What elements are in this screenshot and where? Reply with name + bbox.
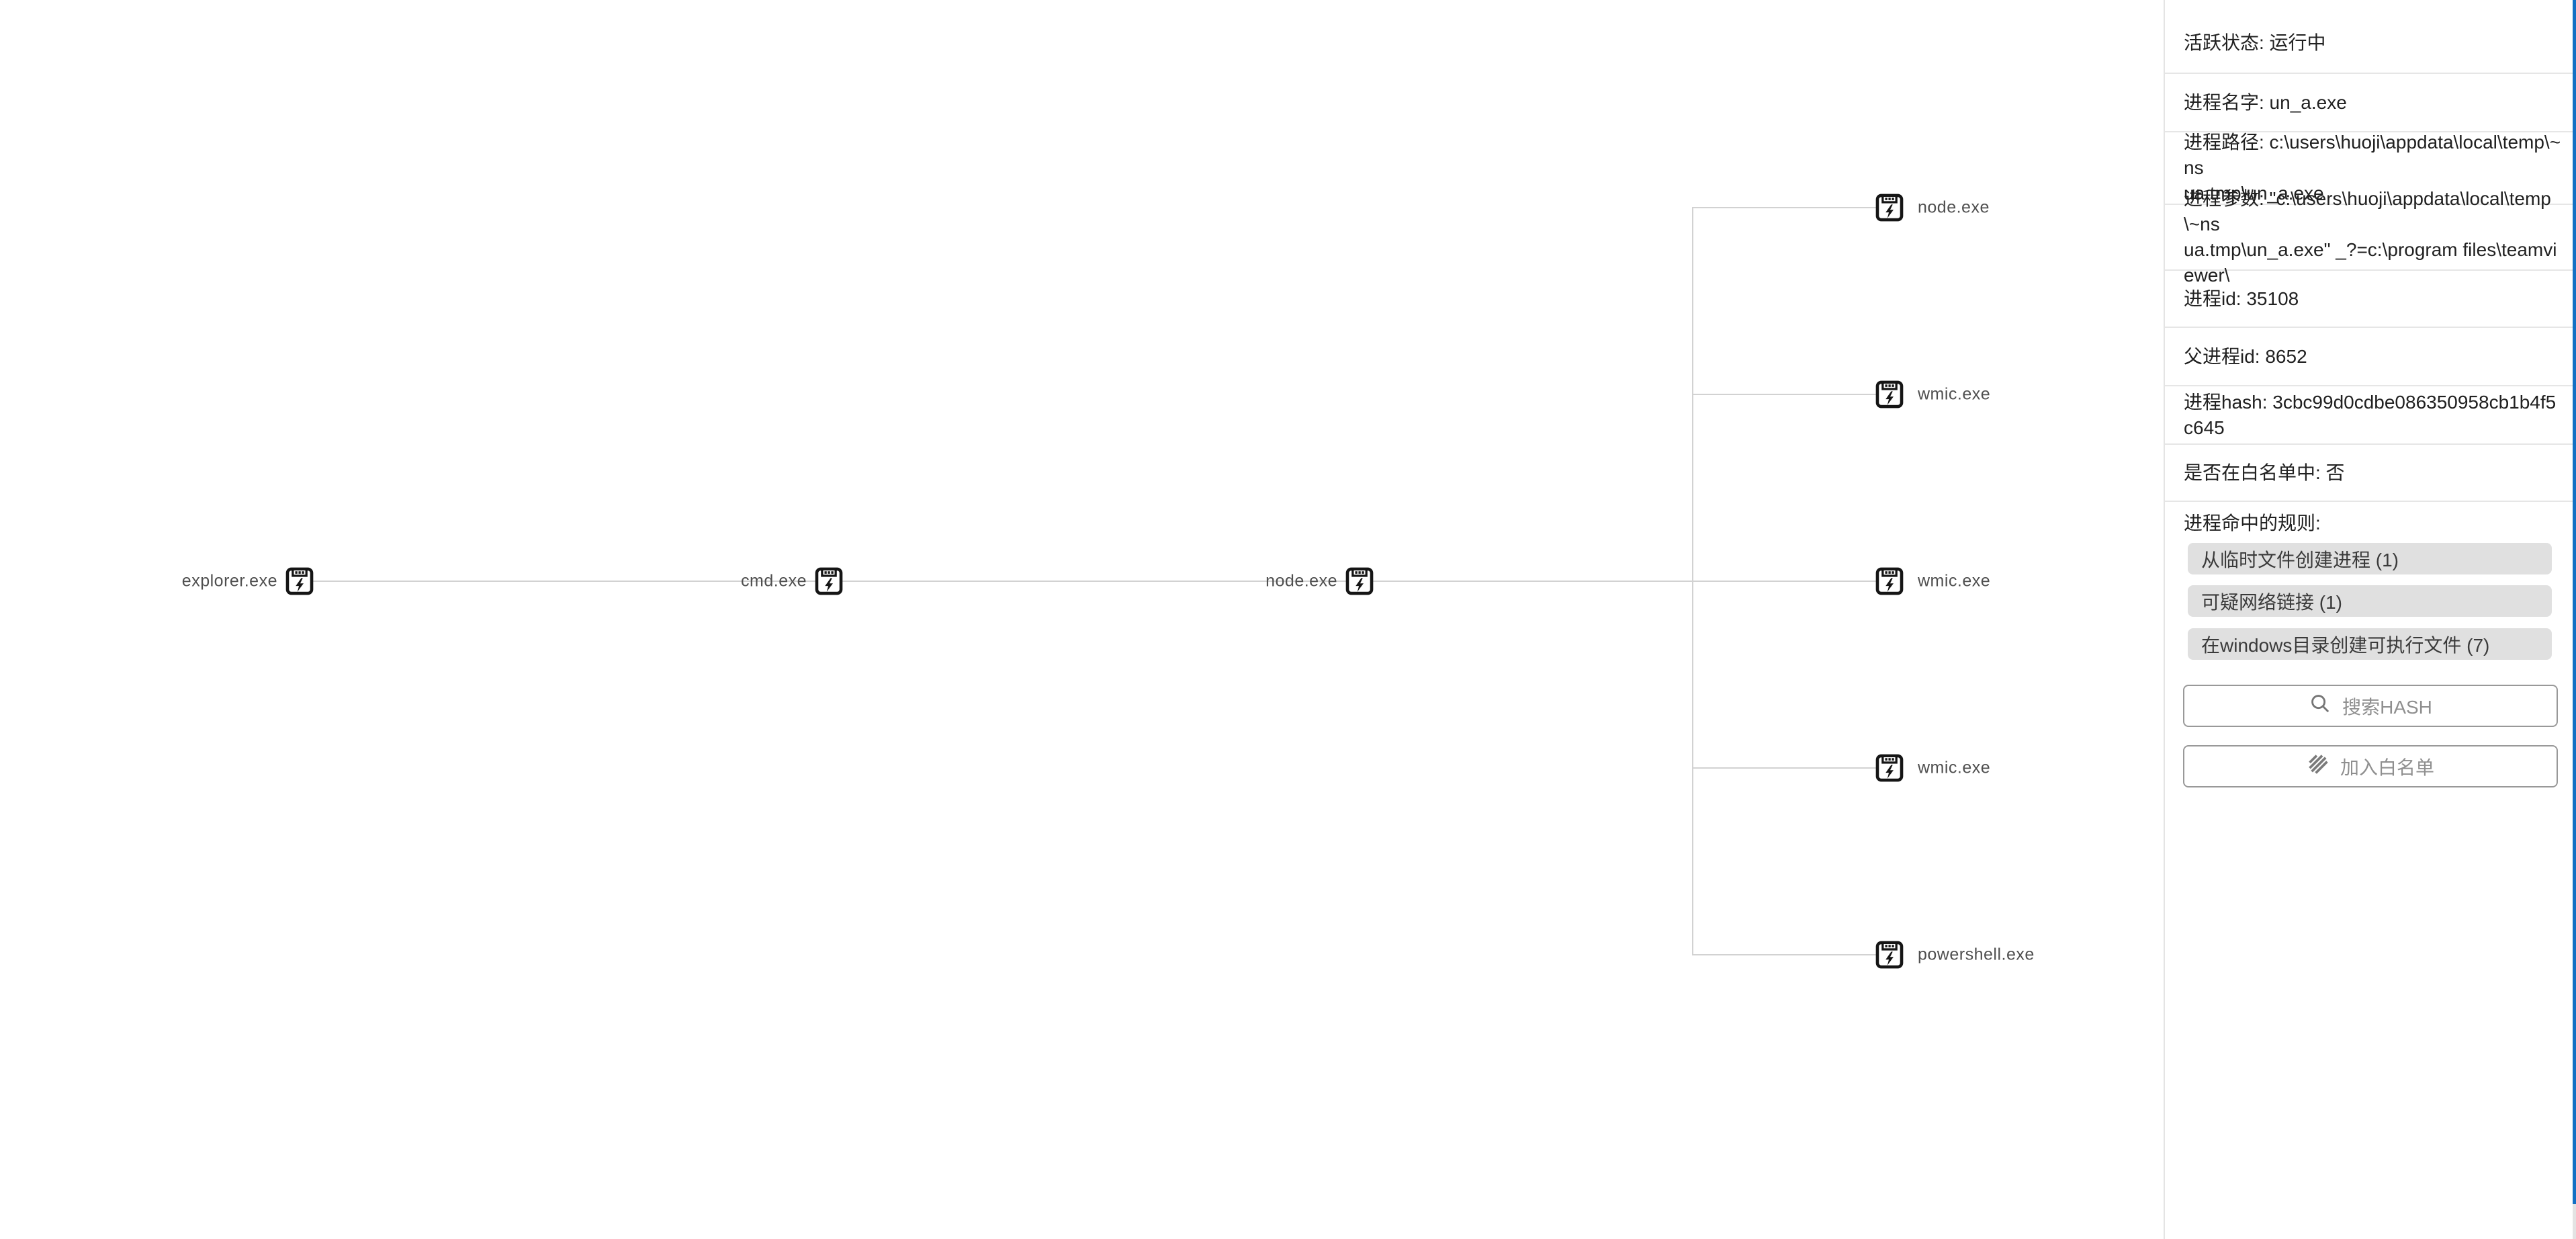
detail-text: 活跃状态: 运行中 (2184, 32, 2326, 53)
detail-text: ua.tmp\un_a.exe (2184, 183, 2324, 204)
process-icon[interactable] (284, 566, 315, 597)
process-node-label-wmic-2[interactable]: wmic.exe (1918, 571, 1991, 591)
detail-text: 进程参数: "c:\users\huoji\appdata\local\temp… (2184, 188, 2551, 234)
detail-text: ua.tmp\un_a.exe" _?=c:\program files\tea… (2184, 239, 2557, 286)
add-whitelist-button[interactable]: 加入白名单 (2183, 745, 2558, 787)
tree-edge-branch-5 (1692, 954, 1890, 955)
detail-text: 进程id: 35108 (2184, 288, 2299, 309)
tree-edge-branch-4 (1692, 767, 1890, 769)
diagonal-stripes-icon (2307, 753, 2340, 780)
tree-edge-branch-2 (1692, 394, 1890, 395)
process-node-label-cmd[interactable]: cmd.exe (741, 571, 807, 591)
process-icon[interactable] (813, 566, 844, 597)
detail-row-process-args: 进程参数: "c:\users\huoji\appdata\local\temp… (2165, 188, 2573, 286)
scrollbar-track[interactable] (2573, 1204, 2576, 1239)
process-icon[interactable] (1344, 566, 1375, 597)
detail-text: 进程路径: c:\users\huoji\appdata\local\temp\… (2184, 132, 2561, 178)
search-hash-button[interactable]: 搜索HASH (2183, 685, 2558, 727)
detail-row-process-id: 进程id: 35108 (2165, 271, 2573, 328)
process-node-label-wmic-3[interactable]: wmic.exe (1918, 758, 1991, 777)
rule-chip-windows-dir-executable[interactable]: 在windows目录创建可执行文件 (7) (2188, 628, 2552, 660)
tree-edge-vertical (1692, 207, 1693, 955)
detail-text: 进程名字: un_a.exe (2184, 91, 2347, 113)
process-detail-panel: 活跃状态: 运行中 进程名字: un_a.exe 进程路径: c:\users\… (2164, 0, 2573, 1239)
detail-row-process-hash: 进程hash: 3cbc99d0cdbe086350958cb1b4f5c645 (2165, 386, 2573, 445)
detail-text: 父进程id: 8652 (2184, 345, 2307, 367)
detail-row-active-state: 活跃状态: 运行中 (2165, 0, 2573, 74)
rule-chip-temp-file-process[interactable]: 从临时文件创建进程 (1) (2188, 543, 2552, 574)
detail-text: 是否在白名单中: 否 (2184, 462, 2345, 483)
search-icon (2309, 692, 2342, 720)
process-icon[interactable] (1874, 566, 1905, 597)
detail-row-parent-process-id: 父进程id: 8652 (2165, 328, 2573, 386)
detail-text: 进程hash: 3cbc99d0cdbe086350958cb1b4f5c645 (2184, 391, 2557, 438)
rule-chip-suspicious-network[interactable]: 可疑网络链接 (1) (2188, 585, 2552, 617)
detail-row-whitelist-status: 是否在白名单中: 否 (2165, 445, 2573, 502)
process-icon[interactable] (1874, 379, 1905, 410)
tree-edge-main (300, 581, 1890, 582)
process-node-label-node-parent[interactable]: node.exe (1265, 571, 1337, 591)
detail-row-process-name: 进程名字: un_a.exe (2165, 74, 2573, 132)
detail-row-process-path: 进程路径: c:\users\huoji\appdata\local\temp\… (2165, 132, 2573, 205)
process-icon[interactable] (1874, 753, 1905, 783)
process-node-label-wmic-1[interactable]: wmic.exe (1918, 384, 1991, 404)
add-whitelist-label: 加入白名单 (2340, 757, 2434, 778)
scrollbar-thumb[interactable] (2573, 0, 2576, 1204)
hit-rules-label: 进程命中的规则: (2184, 513, 2321, 533)
process-node-label-explorer[interactable]: explorer.exe (181, 571, 277, 591)
process-node-label-node-child[interactable]: node.exe (1918, 198, 1990, 217)
search-hash-label: 搜索HASH (2342, 696, 2432, 718)
process-icon[interactable] (1874, 192, 1905, 223)
process-icon[interactable] (1874, 939, 1905, 970)
tree-edge-branch-1 (1692, 207, 1890, 208)
process-node-label-powershell[interactable]: powershell.exe (1918, 945, 2035, 964)
